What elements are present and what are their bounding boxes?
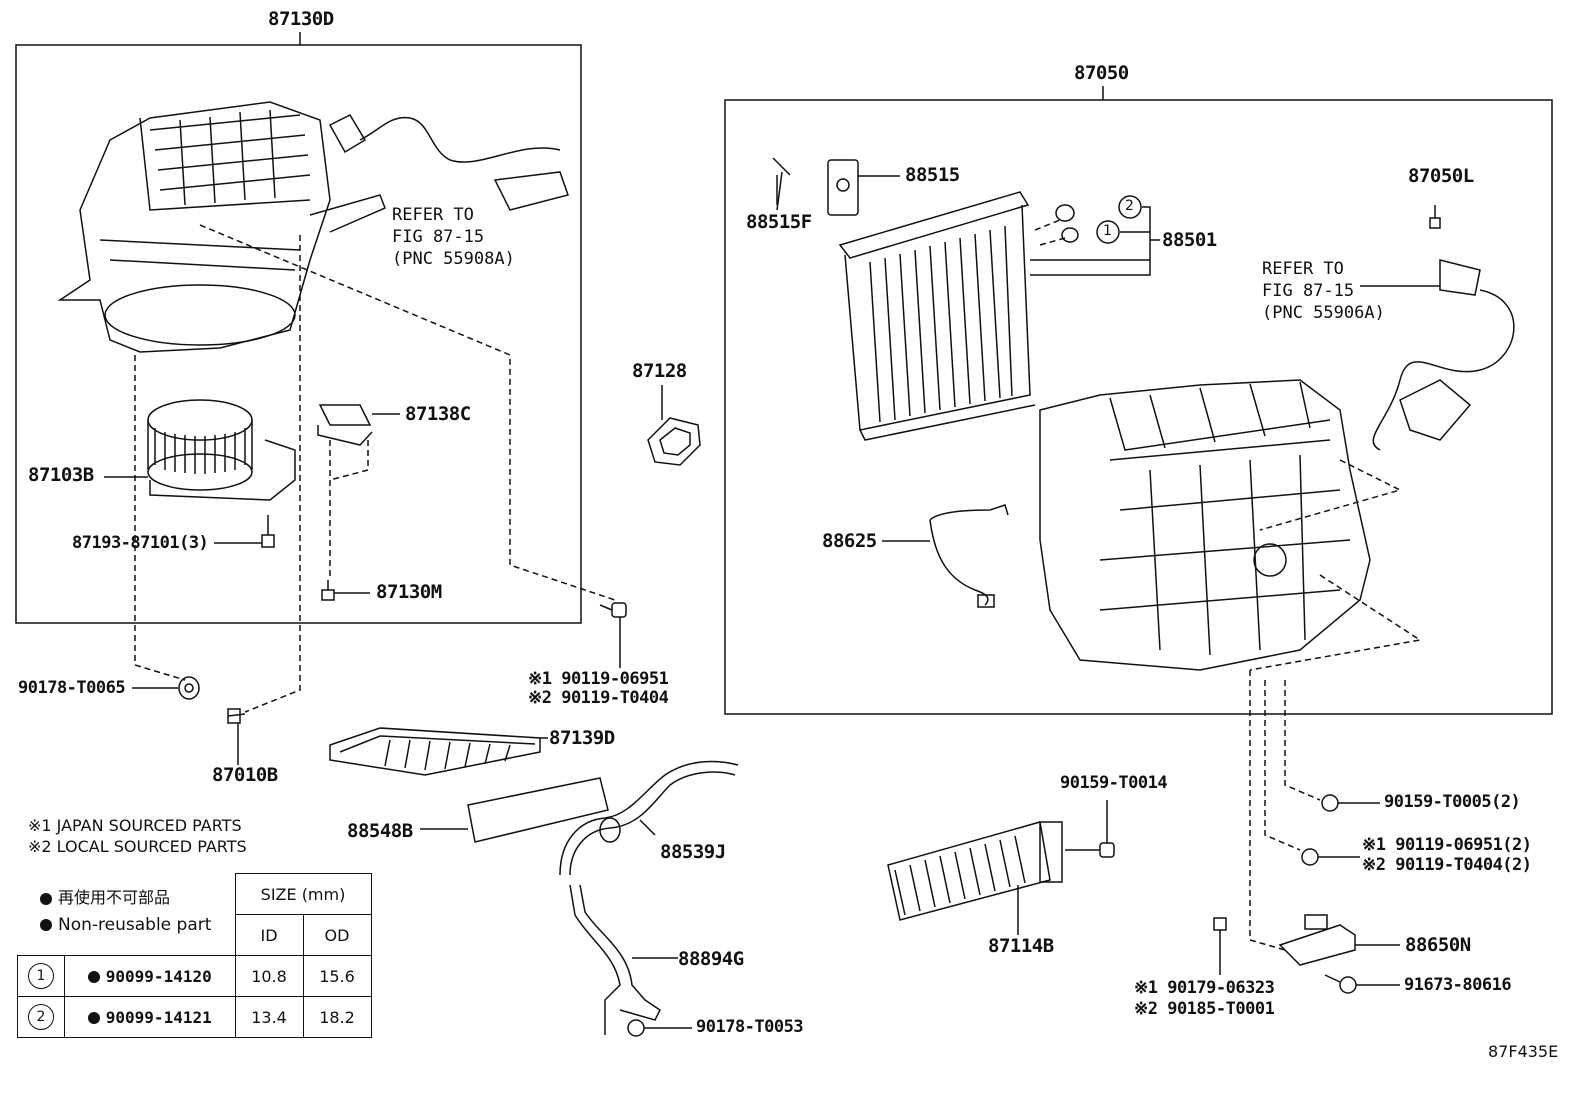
blower-unit-box <box>15 44 582 624</box>
screw-icon-4 <box>1324 974 1357 994</box>
cabin-filter-icon <box>329 727 541 776</box>
od-header: OD <box>302 914 372 956</box>
part-label-87050L[interactable]: 87050L <box>1408 165 1474 187</box>
alt-label-2c[interactable]: ※2 90185-T0001 <box>1134 999 1275 1019</box>
refer-note-55908A[interactable]: REFER TO FIG 87-15 (PNC 55908A) <box>392 204 515 270</box>
part-label-88650N[interactable]: 88650N <box>1405 934 1471 956</box>
alt-label-2b[interactable]: ※2 90119-T0404(2) <box>1362 855 1532 875</box>
heater-core-icon <box>887 821 1063 921</box>
evaporator-unit-box <box>724 99 1553 715</box>
sensor-harness-icon <box>929 504 1009 608</box>
part-label-88515F[interactable]: 88515F <box>746 211 812 233</box>
alt-label-2a[interactable]: ※2 90119-T0404 <box>528 688 669 708</box>
bolt-icon-3 <box>1065 842 1115 858</box>
row-part[interactable]: 90099-14120 <box>105 966 212 986</box>
expansion-valve-icon <box>827 159 859 216</box>
figure-id: 87F435E <box>1488 1042 1559 1061</box>
part-label-88539J[interactable]: 88539J <box>660 841 726 863</box>
refer-note-55906A[interactable]: REFER TO FIG 87-15 (PNC 55906A) <box>1262 258 1385 324</box>
note-japan-sourced: ※1 JAPAN SOURCED PARTS <box>28 816 242 835</box>
part-label-87130M[interactable]: 87130M <box>376 581 442 603</box>
part-label-88515[interactable]: 88515 <box>905 164 960 186</box>
alt-label-1b[interactable]: ※1 90119-06951(2) <box>1362 835 1532 855</box>
sensor-icon <box>1278 914 1356 966</box>
size-header: SIZE (mm) <box>234 873 372 915</box>
part-label-87128[interactable]: 87128 <box>632 360 687 382</box>
filter-cover-icon <box>467 777 609 843</box>
bolt-icon-2 <box>599 602 627 618</box>
part-label-88501[interactable]: 88501 <box>1162 229 1217 251</box>
alt-label-1a[interactable]: ※1 90119-06951 <box>528 669 669 689</box>
note-local-sourced: ※2 LOCAL SOURCED PARTS <box>28 837 247 856</box>
part-label-87138C[interactable]: 87138C <box>405 403 471 425</box>
bullet-icon <box>40 919 52 931</box>
refer-line: REFER TO <box>1262 259 1344 279</box>
blower-motor-icon <box>147 399 296 501</box>
callout-2-label: 2 <box>1125 198 1134 214</box>
part-label-90159-T0005[interactable]: 90159-T0005(2) <box>1384 792 1521 812</box>
part-label-87010B[interactable]: 87010B <box>212 764 278 786</box>
o-ring-icon <box>1055 204 1079 243</box>
bullet-icon <box>87 1012 100 1024</box>
refer-fig: FIG 87-15 <box>392 227 485 247</box>
row-id: 10.8 <box>234 955 304 997</box>
callout-1-circle <box>1096 220 1120 244</box>
bullet-icon <box>40 892 52 905</box>
screw-icon <box>261 515 275 548</box>
row-number: 2 <box>28 1004 54 1030</box>
legend-jp: 再使用不可部品 <box>40 890 170 906</box>
bullet-icon <box>87 971 100 983</box>
evaporator-core-icon <box>838 191 1036 441</box>
clip-icon <box>1213 917 1227 931</box>
part-label-90178-T0065[interactable]: 90178-T0065 <box>18 678 126 698</box>
legend-jp-text: 再使用不可部品 <box>58 888 171 907</box>
legend-en: Non-reusable part <box>40 917 211 934</box>
nut-icon <box>627 1019 645 1037</box>
drain-hose-icon <box>559 760 739 876</box>
resistor-icon <box>317 404 373 446</box>
bolt-icon-4 <box>1301 794 1339 866</box>
table-row: 1 90099-14120 10.8 15.6 <box>17 955 372 997</box>
seal-gasket-icon <box>647 417 701 466</box>
part-label-88625[interactable]: 88625 <box>822 530 877 552</box>
screw-icon-2 <box>321 580 335 601</box>
row-part[interactable]: 90099-14121 <box>105 1007 212 1027</box>
refer-pnc: (PNC 55908A) <box>392 249 515 269</box>
part-label-88548B[interactable]: 88548B <box>347 820 413 842</box>
part-label-87193[interactable]: 87193-87101(3) <box>72 533 209 553</box>
callout-2-circle <box>1118 195 1142 219</box>
part-label-91673-80616[interactable]: 91673-80616 <box>1404 975 1512 995</box>
legend-en-text: Non-reusable part <box>58 915 212 935</box>
part-label-88894G[interactable]: 88894G <box>678 948 744 970</box>
part-label-90159-T0014[interactable]: 90159-T0014 <box>1060 773 1168 793</box>
o-ring-size-table: SIZE (mm) ID OD 1 90099-14120 10.8 15.6 … <box>17 873 372 1038</box>
alt-label-1c[interactable]: ※1 90179-06323 <box>1134 978 1275 998</box>
grommet-icon <box>178 676 200 700</box>
pipe-icon <box>569 884 661 1035</box>
callout-1-label: 1 <box>1103 223 1112 239</box>
part-label-90178-T0053[interactable]: 90178-T0053 <box>696 1017 804 1037</box>
id-header: ID <box>234 914 304 956</box>
part-label-87139D[interactable]: 87139D <box>549 727 615 749</box>
refer-line: REFER TO <box>392 205 474 225</box>
row-od: 15.6 <box>302 955 372 997</box>
row-number: 1 <box>28 963 54 989</box>
part-label-87114B[interactable]: 87114B <box>988 935 1054 957</box>
heater-case-icon <box>1039 379 1371 671</box>
bolt-icon <box>227 708 246 724</box>
part-label-87103B[interactable]: 87103B <box>28 464 94 486</box>
blower-housing-icon <box>57 101 331 353</box>
screw-icon-3 <box>1429 205 1441 229</box>
row-od: 18.2 <box>302 996 372 1038</box>
row-id: 13.4 <box>234 996 304 1038</box>
refer-pnc: (PNC 55906A) <box>1262 303 1385 323</box>
group-label-blower: 87130D <box>268 8 334 30</box>
refer-fig: FIG 87-15 <box>1262 281 1355 301</box>
table-row: 2 90099-14121 13.4 18.2 <box>17 996 372 1038</box>
harness-icon <box>309 114 569 233</box>
servo-harness-icon <box>1372 259 1515 451</box>
group-label-evaporator: 87050 <box>1074 62 1129 84</box>
